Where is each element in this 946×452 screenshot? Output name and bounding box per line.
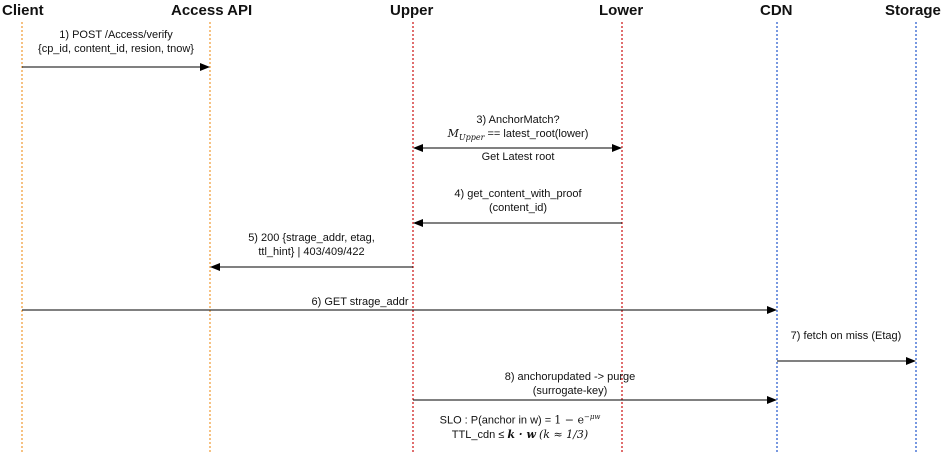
message-4-line1: 4) get_content_with_proof [454, 188, 582, 200]
message-5-label: 5) 200 {strage_addr, etag, ttl_hint} | 4… [214, 231, 409, 259]
actor-upper: Upper [390, 2, 434, 19]
message-3-label: 3) AnchorMatch? MUpper == latest_root(lo… [418, 113, 618, 145]
m-upper-symbol: MUpper [447, 127, 485, 143]
message-1-line1: 1) POST /Access/verify [59, 29, 173, 41]
message-3-line2: MUpper == latest_root(lower) [447, 127, 589, 143]
message-8-line1: 8) anchorupdated -> purge [504, 371, 636, 383]
message-1-line2: {cp_id, content_id, resion, tnow} [38, 43, 194, 55]
slo-line1: SLO : P(anchor in w) = 1 − e−μw [439, 413, 601, 427]
slo-line2: TTL_cdn ≤ k · w (k ≈ 1/3) [451, 427, 589, 441]
message-5-line2: ttl_hint} | 403/409/422 [258, 246, 365, 258]
actor-client: Client [2, 2, 44, 19]
message-7-label: 7) fetch on miss (Etag) [790, 330, 902, 342]
message-3-line1: 3) AnchorMatch? [476, 114, 560, 126]
actor-cdn: CDN [760, 2, 793, 19]
slo-annotation: SLO : P(anchor in w) = 1 − e−μw TTL_cdn … [400, 410, 640, 442]
message-8-label: 8) anchorupdated -> purge (surrogate-key… [440, 370, 700, 398]
message-4-label: 4) get_content_with_proof (content_id) [418, 187, 618, 215]
actor-storage: Storage [885, 2, 941, 19]
actor-access-api: Access API [171, 2, 253, 19]
message-4-line2: (content_id) [488, 202, 548, 214]
message-5-line1: 5) 200 {strage_addr, etag, [248, 232, 375, 244]
message-1-label: 1) POST /Access/verify {cp_id, content_i… [26, 28, 206, 56]
actor-lower: Lower [599, 2, 644, 19]
message-8-line2: (surrogate-key) [532, 385, 608, 397]
message-3-below-label: Get Latest root [481, 151, 555, 163]
message-6-label: 6) GET strage_addr [311, 296, 409, 308]
